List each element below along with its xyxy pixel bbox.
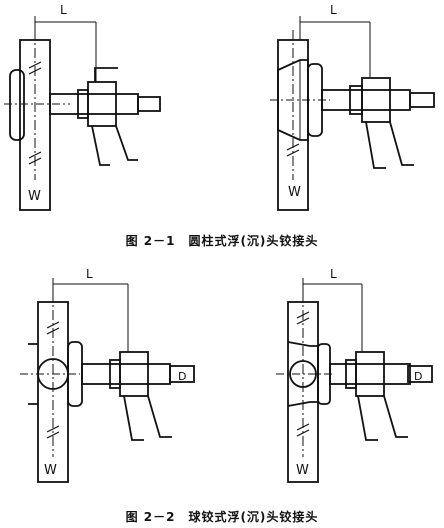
figure-2-2: L W D L W D bbox=[0, 262, 444, 502]
dim-label-right-2: L bbox=[330, 267, 337, 281]
dim-label-left: L bbox=[60, 3, 67, 17]
plate-label-right-2: W bbox=[296, 463, 309, 478]
figure-2-1-drawing: L W L W bbox=[4, 3, 435, 211]
plate-label-left: W bbox=[28, 189, 41, 204]
dim-label-right: L bbox=[330, 3, 337, 17]
dim-label-left-2: L bbox=[86, 267, 93, 281]
caption-figure-2-1: 图 2－1 圆柱式浮(沉)头铰接头 bbox=[125, 234, 319, 248]
shaft-label-left-2: D bbox=[178, 370, 186, 383]
figure-2-2-drawing: L W D L W D bbox=[20, 267, 433, 483]
plate-label-left-2: W bbox=[44, 463, 57, 478]
plate-label-right: W bbox=[288, 185, 301, 200]
figure-2-1: L W L W bbox=[0, 0, 444, 230]
caption-figure-2-2: 图 2－2 球铰式浮(沉)头铰接头 bbox=[125, 510, 319, 524]
shaft-label-right-2: D bbox=[414, 370, 422, 383]
